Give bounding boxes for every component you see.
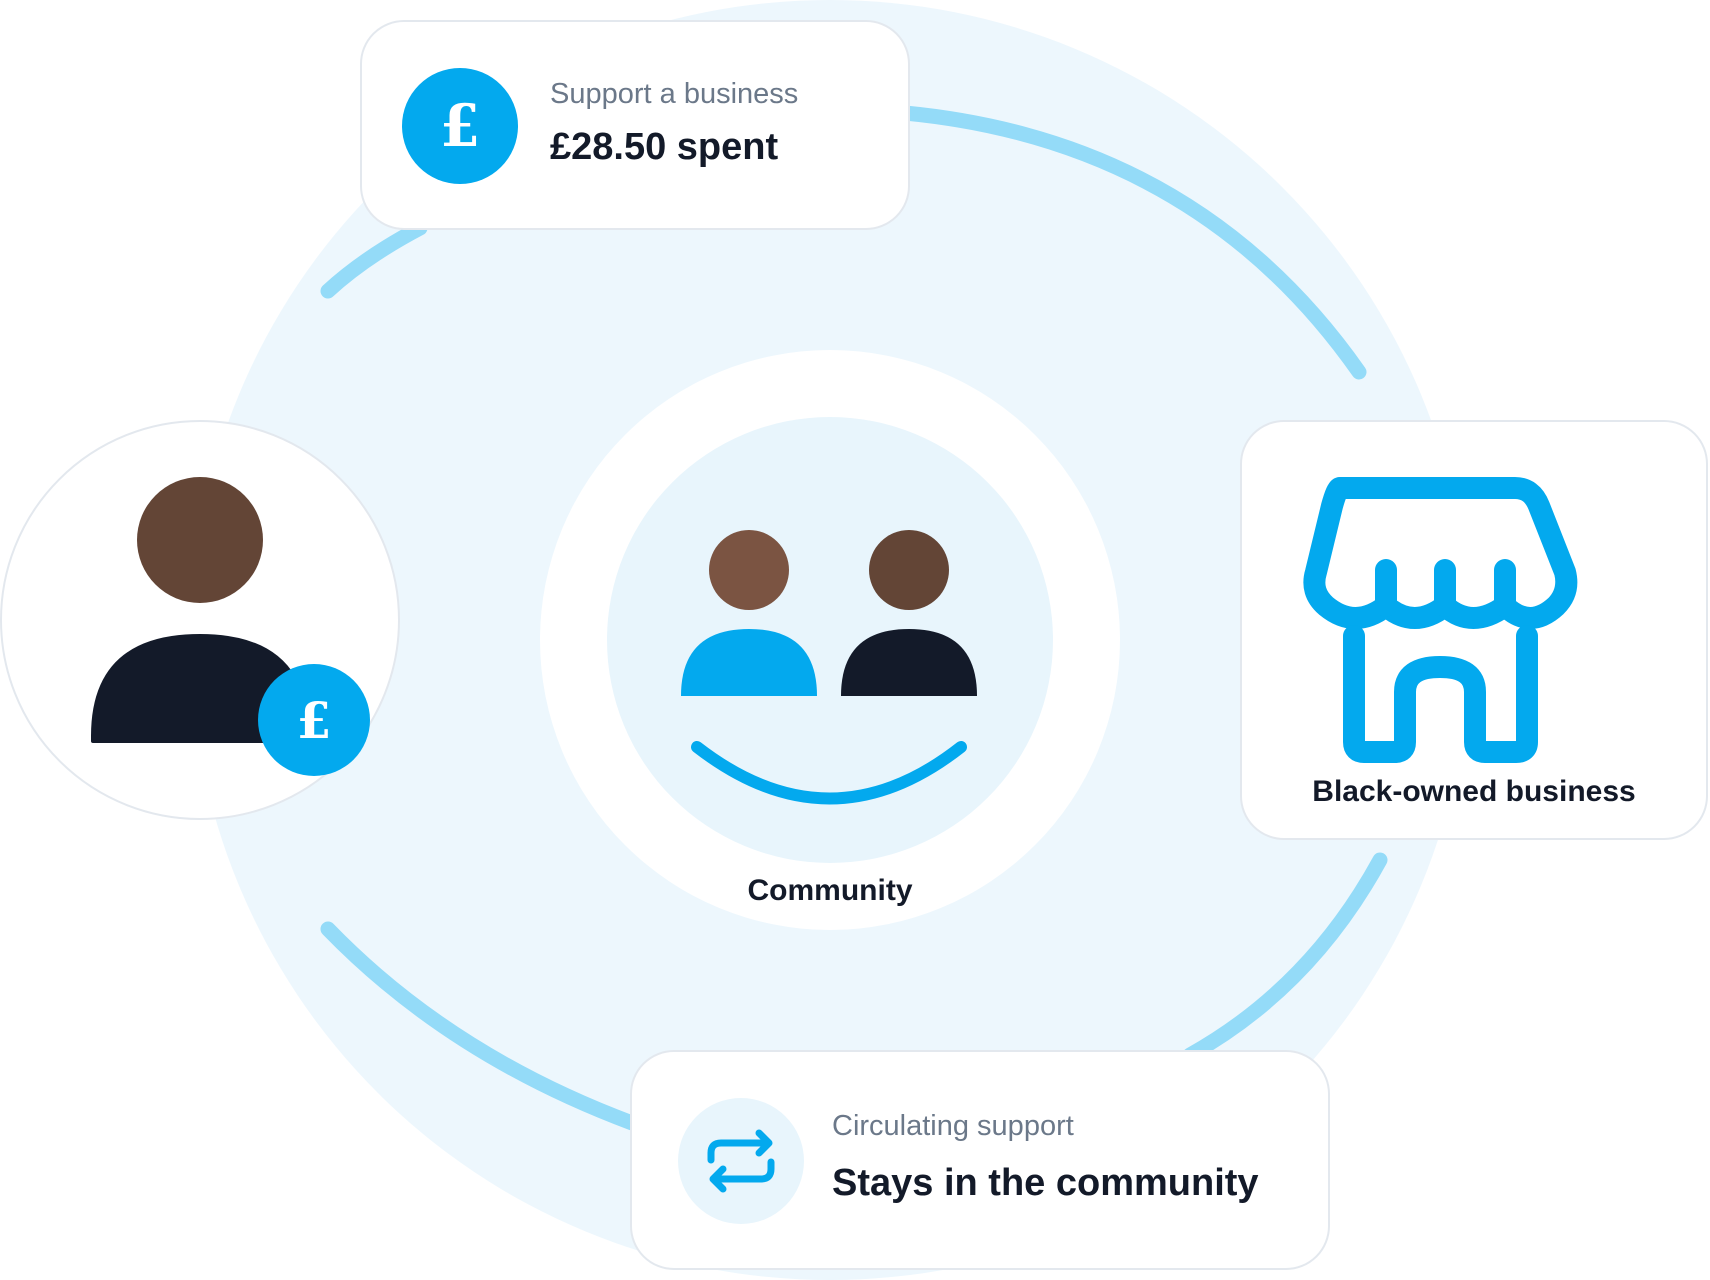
member-right-body	[841, 629, 977, 696]
person-head	[137, 477, 263, 603]
member-right-head	[869, 530, 949, 610]
arc-spend-to-business	[897, 105, 1367, 380]
arc-circulation-to-person	[320, 921, 640, 1131]
community-inner-disc	[607, 417, 1053, 863]
smile-arc	[691, 741, 967, 805]
repeat-icon-bg	[678, 1098, 804, 1224]
pound-icon: £	[402, 68, 518, 184]
spend-card: £ Support a business £28.50 spent	[360, 20, 910, 230]
arc-person-to-spend	[320, 220, 428, 299]
spend-caption: Support a business	[550, 78, 799, 110]
community-icon	[540, 350, 1120, 930]
circulation-card: Circulating support Stays in the communi…	[630, 1050, 1330, 1270]
member-left-head	[709, 530, 789, 610]
business-card	[1240, 420, 1708, 840]
circulation-statement: Stays in the community	[832, 1162, 1259, 1204]
pound-icon: £	[258, 664, 370, 776]
storefront-icon	[1303, 477, 1578, 763]
spend-amount: £28.50 spent	[550, 126, 779, 168]
repeat-arrow-bottom	[709, 1158, 775, 1193]
repeat-arrows-icon	[678, 1098, 804, 1224]
repeat-arrow-top	[707, 1129, 773, 1164]
storefront-walls	[1343, 625, 1538, 763]
person-icon	[91, 477, 309, 743]
person-body	[91, 634, 309, 743]
arc-business-to-circulation	[1182, 852, 1388, 1063]
community-label: Community	[747, 874, 913, 907]
member-left-body	[681, 629, 817, 696]
business-label: Black-owned business	[1312, 775, 1636, 808]
circulation-caption: Circulating support	[832, 1110, 1074, 1142]
